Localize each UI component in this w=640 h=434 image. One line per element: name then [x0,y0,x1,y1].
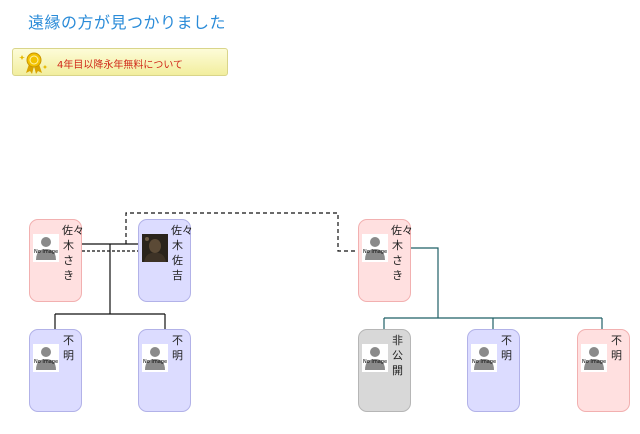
person-card-private[interactable]: No Image 非公開 [358,329,411,412]
avatar-placeholder-icon: No Image [33,344,59,372]
page-title: 遠縁の方が見つかりました [28,13,227,32]
avatar-placeholder-label: No Image [34,249,58,255]
avatar-placeholder-label: No Image [363,359,387,365]
person-card-unknown-4[interactable]: No Image 不明 [577,329,630,412]
avatar-placeholder-icon: No Image [581,344,607,372]
person-card-unknown-1[interactable]: No Image 不明 [29,329,82,412]
person-card-unknown-3[interactable]: No Image 不明 [467,329,520,412]
person-name: 佐々木佐吉 [171,224,193,282]
avatar-placeholder-icon: No Image [362,344,388,372]
avatar-placeholder-label: No Image [143,359,167,365]
person-name: 非公開 [392,334,403,377]
person-card-sasaki-saki-2[interactable]: No Image 佐々木さき [358,219,413,302]
person-name: 佐々木さき [62,224,84,282]
free-forever-banner[interactable]: 4年目以降永年無料について [12,48,228,76]
portrait-photo-icon [142,234,168,262]
avatar-placeholder-icon: No Image [142,344,168,372]
person-name: 佐々木さき [391,224,413,282]
person-name: 不明 [611,334,622,362]
avatar-placeholder-label: No Image [34,359,58,365]
medal-icon [19,52,48,74]
avatar-placeholder-label: No Image [363,249,387,255]
person-card-sasaki-saki[interactable]: No Image 佐々木さき [29,219,84,302]
person-card-sasaki-sakichi[interactable]: 佐々木佐吉 [138,219,193,302]
person-name: 不明 [63,334,74,362]
avatar-placeholder-label: No Image [582,359,606,365]
avatar-placeholder-icon: No Image [33,234,59,262]
avatar-placeholder-label: No Image [472,359,496,365]
person-name: 不明 [501,334,512,362]
avatar-placeholder-icon: No Image [471,344,497,372]
person-name: 不明 [172,334,183,362]
banner-label: 4年目以降永年無料について [57,60,184,71]
avatar-placeholder-icon: No Image [362,234,388,262]
person-card-unknown-2[interactable]: No Image 不明 [138,329,191,412]
